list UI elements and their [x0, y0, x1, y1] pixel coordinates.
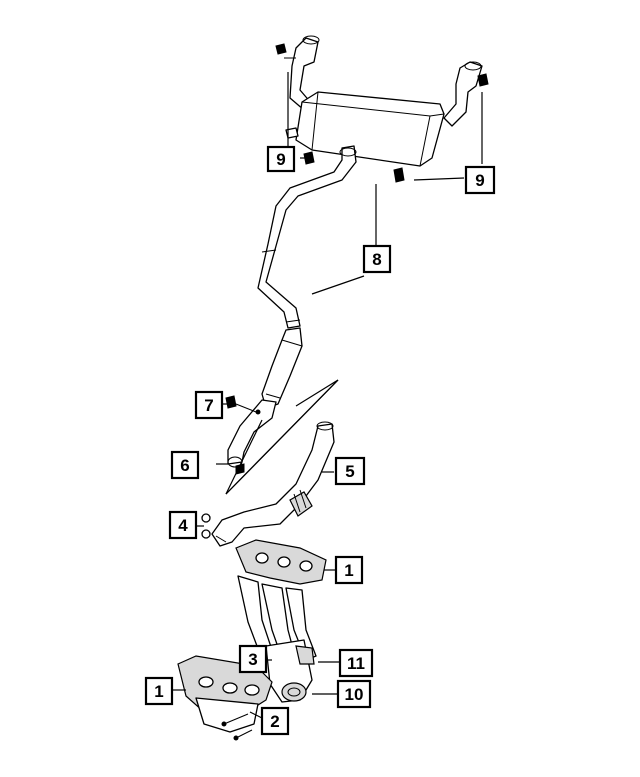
stud-bolts: [221, 713, 253, 741]
svg-text:11: 11: [347, 654, 365, 673]
exhaust-manifold-rear: [235, 539, 327, 665]
callout-9-left: 9: [266, 145, 296, 173]
callout-4: 4: [168, 510, 198, 540]
svg-text:1: 1: [344, 561, 353, 580]
svg-text:9: 9: [475, 171, 484, 190]
section-divider: [225, 379, 339, 495]
intermediate-pipe: [257, 145, 357, 329]
front-pipe: [227, 399, 277, 475]
svg-text:3: 3: [248, 650, 257, 669]
converter-assembly: [265, 639, 315, 703]
nut-pair: [201, 513, 211, 539]
callout-9-right: 9: [464, 165, 496, 195]
svg-text:9: 9: [276, 150, 285, 169]
svg-text:8: 8: [372, 250, 381, 269]
svg-text:10: 10: [345, 685, 364, 704]
callout-7: 7: [194, 390, 224, 420]
callout-10: 10: [336, 679, 372, 709]
callout-2: 2: [260, 706, 290, 736]
bolt-part-7: [225, 395, 261, 415]
svg-text:4: 4: [178, 516, 188, 535]
callout-5: 5: [334, 456, 366, 486]
resonator-pipe: [261, 327, 303, 409]
callout-6: 6: [170, 450, 200, 480]
svg-text:7: 7: [204, 396, 213, 415]
callout-8: 8: [362, 244, 392, 274]
callout-11: 11: [338, 648, 374, 678]
svg-text:1: 1: [154, 682, 163, 701]
svg-text:6: 6: [180, 456, 189, 475]
flex-pipe: [211, 421, 335, 547]
svg-text:5: 5: [345, 462, 354, 481]
muffler-assembly: [275, 35, 489, 183]
svg-text:2: 2: [270, 712, 279, 731]
callout-1-right: 1: [334, 555, 364, 585]
callout-1-left: 1: [144, 676, 174, 706]
callout-3: 3: [238, 644, 268, 674]
